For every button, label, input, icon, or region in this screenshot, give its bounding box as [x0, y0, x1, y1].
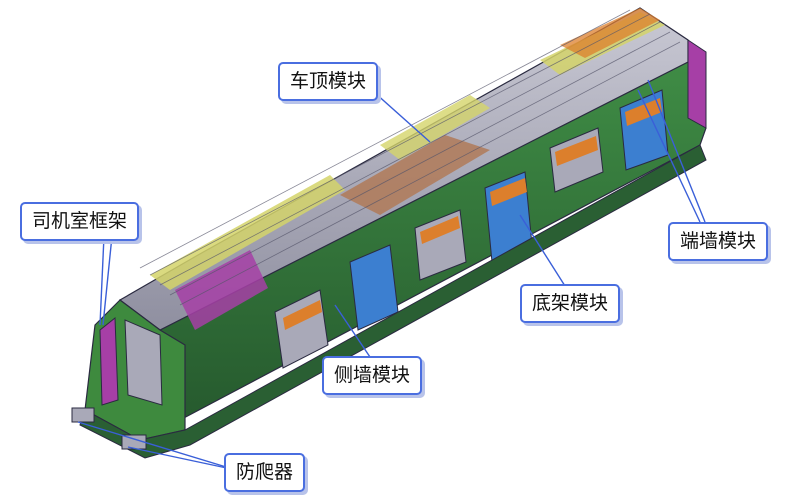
- roof-orange-panel: [560, 8, 660, 58]
- leader-end-wall-2: [637, 89, 701, 223]
- roof-yellow-band-2: [380, 95, 490, 160]
- side-wall-module-label: 侧墙模块: [322, 356, 423, 395]
- leader-side-wall: [334, 304, 371, 358]
- cab-frame-magenta: [99, 316, 119, 406]
- leader-lines: [77, 79, 706, 471]
- roof-magenta-band: [175, 250, 268, 330]
- roof-module-label-text: 车顶模块: [290, 70, 367, 92]
- roof-module-label: 车顶模块: [278, 62, 379, 101]
- leader-underframe: [519, 214, 566, 287]
- underframe-module-label: 底架模块: [520, 284, 621, 323]
- end-wall-module-label: 端墙模块: [668, 222, 769, 261]
- end-wall: [687, 39, 707, 129]
- cab-window: [124, 319, 163, 406]
- roof-brown-panel: [340, 135, 490, 215]
- leader-cab: [99, 235, 105, 326]
- underframe: [79, 144, 707, 459]
- leader-roof: [374, 92, 431, 143]
- roof-yellow-band: [150, 175, 345, 290]
- underframe-module-label-text: 底架模块: [532, 292, 609, 314]
- anti-climber-left: [71, 407, 95, 423]
- anti-climber-label-text: 防爬器: [236, 461, 294, 483]
- leader-anti-climber-2: [127, 446, 237, 471]
- leader-cab-2: [102, 235, 113, 326]
- side-wall-module-label-text: 侧墙模块: [334, 364, 411, 386]
- cab-frame-label-text: 司机室框架: [32, 210, 128, 232]
- anti-climber-label: 防爬器: [224, 453, 306, 492]
- roof-ribs: [139, 9, 681, 306]
- leader-end-wall: [647, 79, 706, 223]
- side-window-orange-strips: [283, 98, 662, 330]
- end-wall-module-label-text: 端墙模块: [680, 230, 757, 252]
- cab-frame-label: 司机室框架: [20, 202, 140, 241]
- leader-anti-climber-1: [77, 421, 237, 471]
